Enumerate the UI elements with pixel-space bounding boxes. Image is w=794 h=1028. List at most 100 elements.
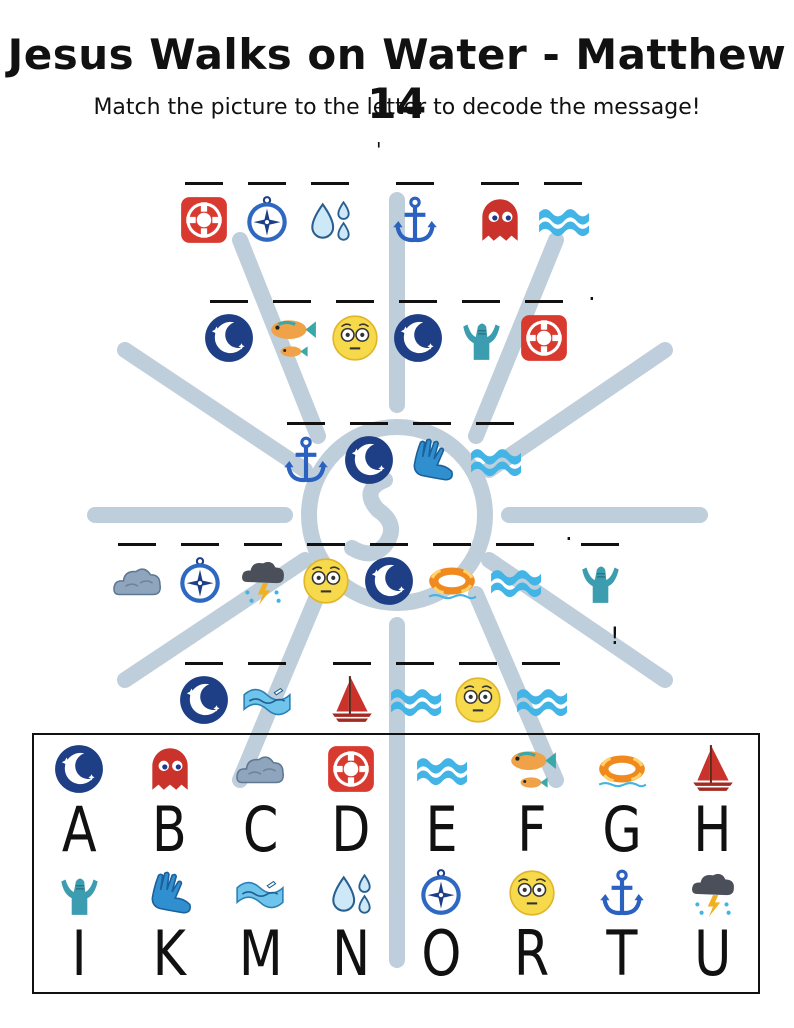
answer-blank[interactable]	[307, 543, 345, 546]
letter-slot	[389, 300, 447, 364]
letter-slot	[175, 662, 233, 726]
answer-blank[interactable]	[544, 182, 582, 185]
key-entry: I	[34, 867, 124, 989]
answer-blank[interactable]	[496, 543, 534, 546]
shaka-icon	[463, 323, 500, 360]
waves-icon	[539, 209, 589, 237]
letter-slot	[512, 662, 570, 726]
key-entry: B	[125, 743, 215, 865]
letter-slot	[301, 182, 359, 246]
answer-blank[interactable]	[462, 300, 500, 303]
answer-blank[interactable]	[522, 662, 560, 665]
moon-icon	[180, 676, 228, 724]
answer-blank[interactable]	[311, 182, 349, 185]
answer-blank[interactable]	[210, 300, 248, 303]
answer-blank[interactable]	[181, 543, 219, 546]
answer-blank[interactable]	[118, 543, 156, 546]
letter-slot	[323, 662, 381, 726]
anchor-icon	[284, 436, 328, 483]
puzzle-line	[175, 182, 597, 246]
letter-slot	[263, 300, 321, 364]
answer-blank[interactable]	[185, 662, 223, 665]
key-letter: H	[693, 793, 732, 866]
anchor-icon	[393, 196, 437, 243]
moon-icon	[55, 745, 104, 793]
answer-blank[interactable]	[248, 662, 286, 665]
answer-blank[interactable]	[273, 300, 311, 303]
key-entry: F	[487, 743, 577, 865]
key-entry: R	[487, 867, 577, 989]
letter-slot	[403, 422, 461, 486]
water-drops-icon	[332, 873, 371, 914]
waves-icon	[471, 449, 521, 477]
storm-icon	[691, 873, 734, 917]
period-mark-2: .	[565, 518, 573, 546]
letter-slot	[423, 543, 481, 607]
water-drops-icon	[311, 200, 350, 241]
anchor-icon	[600, 869, 645, 916]
answer-blank[interactable]	[248, 182, 286, 185]
answer-blank[interactable]	[581, 543, 619, 546]
cloud-icon	[236, 756, 285, 784]
letter-slot	[171, 543, 229, 607]
key-entry: G	[577, 743, 667, 865]
moon-icon	[394, 314, 442, 362]
puzzle-line	[277, 422, 529, 486]
letter-slot	[297, 543, 355, 607]
answer-blank[interactable]	[413, 422, 451, 425]
key-letter: O	[421, 917, 462, 990]
waves-icon	[391, 689, 441, 717]
puzzle-line	[108, 543, 634, 607]
answer-blank[interactable]	[370, 543, 408, 546]
answer-blank[interactable]	[396, 182, 434, 185]
letter-slot	[108, 543, 166, 607]
key-entry: U	[668, 867, 758, 989]
key-letter: C	[242, 793, 278, 866]
hand-icon	[151, 871, 191, 914]
float-ring-icon	[598, 755, 647, 788]
page-subtitle: Match the picture to the letter to decod…	[93, 95, 701, 120]
key-entry: D	[306, 743, 396, 865]
shaka-icon	[582, 566, 619, 603]
answer-blank[interactable]	[459, 662, 497, 665]
letter-slot	[386, 182, 444, 246]
answer-blank[interactable]	[350, 422, 388, 425]
answer-blank[interactable]	[433, 543, 471, 546]
compass-icon	[421, 869, 462, 915]
letter-slot	[238, 182, 296, 246]
fish-icon	[271, 320, 316, 357]
float-ring-icon	[428, 567, 477, 600]
key-letter: G	[602, 793, 642, 866]
answer-blank[interactable]	[333, 662, 371, 665]
boat-icon	[692, 745, 733, 791]
letter-slot	[471, 182, 529, 246]
answer-blank[interactable]	[287, 422, 325, 425]
answer-blank[interactable]	[481, 182, 519, 185]
key-letter: T	[606, 917, 638, 990]
answer-blank[interactable]	[336, 300, 374, 303]
letter-slot	[534, 182, 592, 246]
page-title: Jesus Walks on Water - Matthew 14	[7, 30, 787, 128]
face-icon	[509, 870, 555, 916]
ripple-icon	[236, 880, 284, 909]
face-icon	[455, 677, 501, 723]
waves-icon	[491, 570, 541, 598]
answer-blank[interactable]	[244, 543, 282, 546]
ghost-icon	[482, 199, 518, 241]
answer-blank[interactable]	[399, 300, 437, 303]
key-entry: K	[125, 867, 215, 989]
answer-blank[interactable]	[476, 422, 514, 425]
key-letter: U	[694, 917, 732, 990]
answer-blank[interactable]	[185, 182, 223, 185]
face-icon	[303, 558, 349, 604]
fish-icon	[510, 751, 556, 788]
apostrophe-mark: '	[376, 138, 382, 162]
waves-icon	[417, 758, 468, 786]
answer-blank[interactable]	[525, 300, 563, 303]
letter-slot	[234, 543, 292, 607]
storm-icon	[242, 561, 284, 605]
answer-blank[interactable]	[396, 662, 434, 665]
key-entry: M	[215, 867, 305, 989]
